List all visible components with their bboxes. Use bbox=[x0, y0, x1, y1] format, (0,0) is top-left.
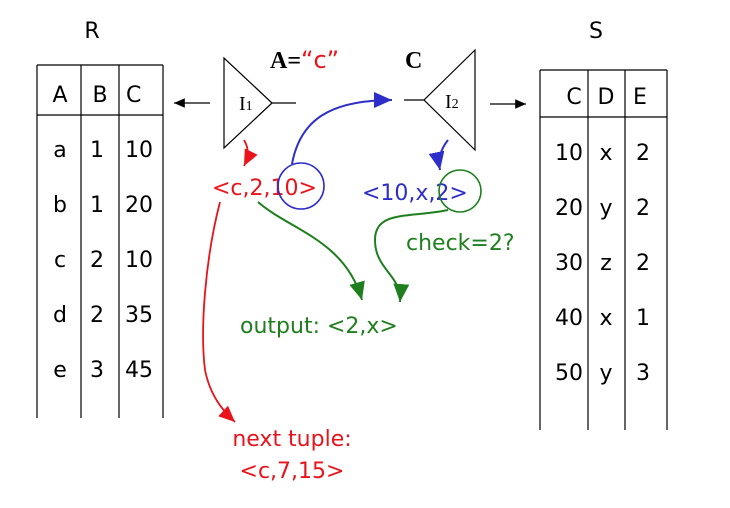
r-cell: 35 bbox=[125, 303, 153, 328]
index-2-triangle bbox=[423, 48, 476, 152]
s-header-d: D bbox=[598, 85, 615, 110]
s-to-output-arrow bbox=[373, 209, 449, 303]
r-cell: 10 bbox=[125, 248, 153, 273]
relation-r-header: A B C bbox=[52, 83, 141, 108]
s-cell: 2 bbox=[636, 251, 650, 276]
next-tuple-arrow bbox=[202, 201, 236, 423]
next-tuple-label: next tuple: bbox=[232, 427, 351, 452]
index-1: I1 bbox=[223, 56, 296, 150]
relation-r-rows: a 1 10 b 1 20 c 2 10 d 2 35 e 3 45 bbox=[53, 138, 153, 383]
relation-r-table bbox=[36, 64, 164, 418]
r-tuple: <c,2,10> bbox=[212, 176, 317, 201]
s-cell: 2 bbox=[636, 196, 650, 221]
relation-s-header: C D E bbox=[566, 85, 647, 110]
s-cell: y bbox=[599, 196, 612, 221]
r-cell: a bbox=[53, 138, 66, 163]
relation-s-table bbox=[539, 69, 668, 430]
r-cell: b bbox=[53, 193, 67, 218]
s-header-e: E bbox=[633, 85, 647, 110]
r-header-c: C bbox=[126, 83, 141, 108]
r-cell: 1 bbox=[90, 193, 104, 218]
r-cell: c bbox=[54, 248, 66, 273]
index-1-label: I1 bbox=[239, 93, 253, 115]
r-cell: 45 bbox=[125, 358, 153, 383]
s-cell: 50 bbox=[555, 361, 583, 386]
r-to-output-arrow bbox=[257, 201, 365, 301]
s-cell: z bbox=[600, 251, 612, 276]
check-highlight bbox=[438, 169, 482, 213]
r-cell: 20 bbox=[125, 193, 153, 218]
r-cell: e bbox=[53, 358, 67, 383]
next-tuple-value: <c,7,15> bbox=[240, 459, 345, 484]
index-2-to-tuple-arrow bbox=[428, 139, 449, 171]
index-1-triangle bbox=[223, 56, 273, 150]
relation-s-name: S bbox=[589, 19, 603, 44]
probe-arrow bbox=[291, 92, 393, 165]
index-1-to-tuple-arrow bbox=[243, 139, 258, 167]
index-2: I2 bbox=[404, 48, 476, 152]
r-cell: 2 bbox=[90, 248, 104, 273]
s-cell: 3 bbox=[636, 361, 650, 386]
index-2-attr: C bbox=[405, 48, 422, 74]
s-cell: x bbox=[599, 141, 612, 166]
r-cell: 2 bbox=[90, 303, 104, 328]
relation-r-name: R bbox=[84, 19, 99, 44]
s-cell: x bbox=[599, 306, 612, 331]
join-key-highlight bbox=[277, 162, 325, 210]
relation-s-rows: 10 x 2 20 y 2 30 z 2 40 x 1 50 y 3 bbox=[555, 141, 650, 386]
r-cell: 10 bbox=[125, 138, 153, 163]
s-header-c: C bbox=[566, 85, 581, 110]
r-cell: 3 bbox=[90, 358, 104, 383]
output-label: output: <2,x> bbox=[240, 314, 398, 339]
s-cell: 30 bbox=[555, 251, 583, 276]
s-cell: 2 bbox=[636, 141, 650, 166]
s-cell: 1 bbox=[636, 306, 650, 331]
s-cell: 40 bbox=[555, 306, 583, 331]
r-header-a: A bbox=[52, 83, 67, 108]
s-cell: 10 bbox=[555, 141, 583, 166]
r-cell: d bbox=[53, 303, 67, 328]
s-tuple: <10,x,2> bbox=[362, 181, 468, 206]
r-cell: 1 bbox=[90, 138, 104, 163]
index-2-label: I2 bbox=[445, 91, 459, 113]
r-header-b: B bbox=[92, 83, 107, 108]
s-cell: 20 bbox=[555, 196, 583, 221]
check-label: check=2? bbox=[406, 231, 515, 256]
s-cell: y bbox=[599, 361, 612, 386]
index-1-condition: A=“c” bbox=[270, 46, 339, 74]
